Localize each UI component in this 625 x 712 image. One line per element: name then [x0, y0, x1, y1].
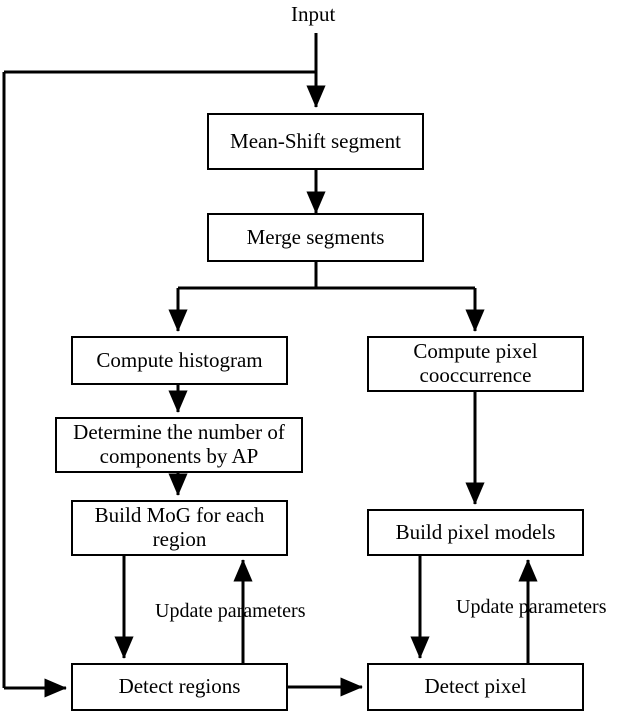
node-merge-segments[interactable]: Merge segments [207, 213, 424, 262]
node-detect-regions[interactable]: Detect regions [71, 663, 288, 711]
node-build-pixel-models[interactable]: Build pixel models [367, 509, 584, 556]
node-compute-pixel-cooccurrence[interactable]: Compute pixel cooccurrence [367, 336, 584, 392]
edge-label-update-parameters-left: Update parameters [155, 600, 306, 622]
edge-label-update-parameters-right: Update parameters [456, 596, 607, 618]
node-compute-histogram[interactable]: Compute histogram [71, 336, 288, 385]
node-mean-shift-segment[interactable]: Mean-Shift segment [207, 113, 424, 170]
node-build-mog[interactable]: Build MoG for each region [71, 500, 288, 556]
node-determine-components[interactable]: Determine the number of components by AP [55, 417, 303, 473]
input-label: Input [291, 2, 336, 26]
node-detect-pixel[interactable]: Detect pixel [367, 663, 584, 711]
